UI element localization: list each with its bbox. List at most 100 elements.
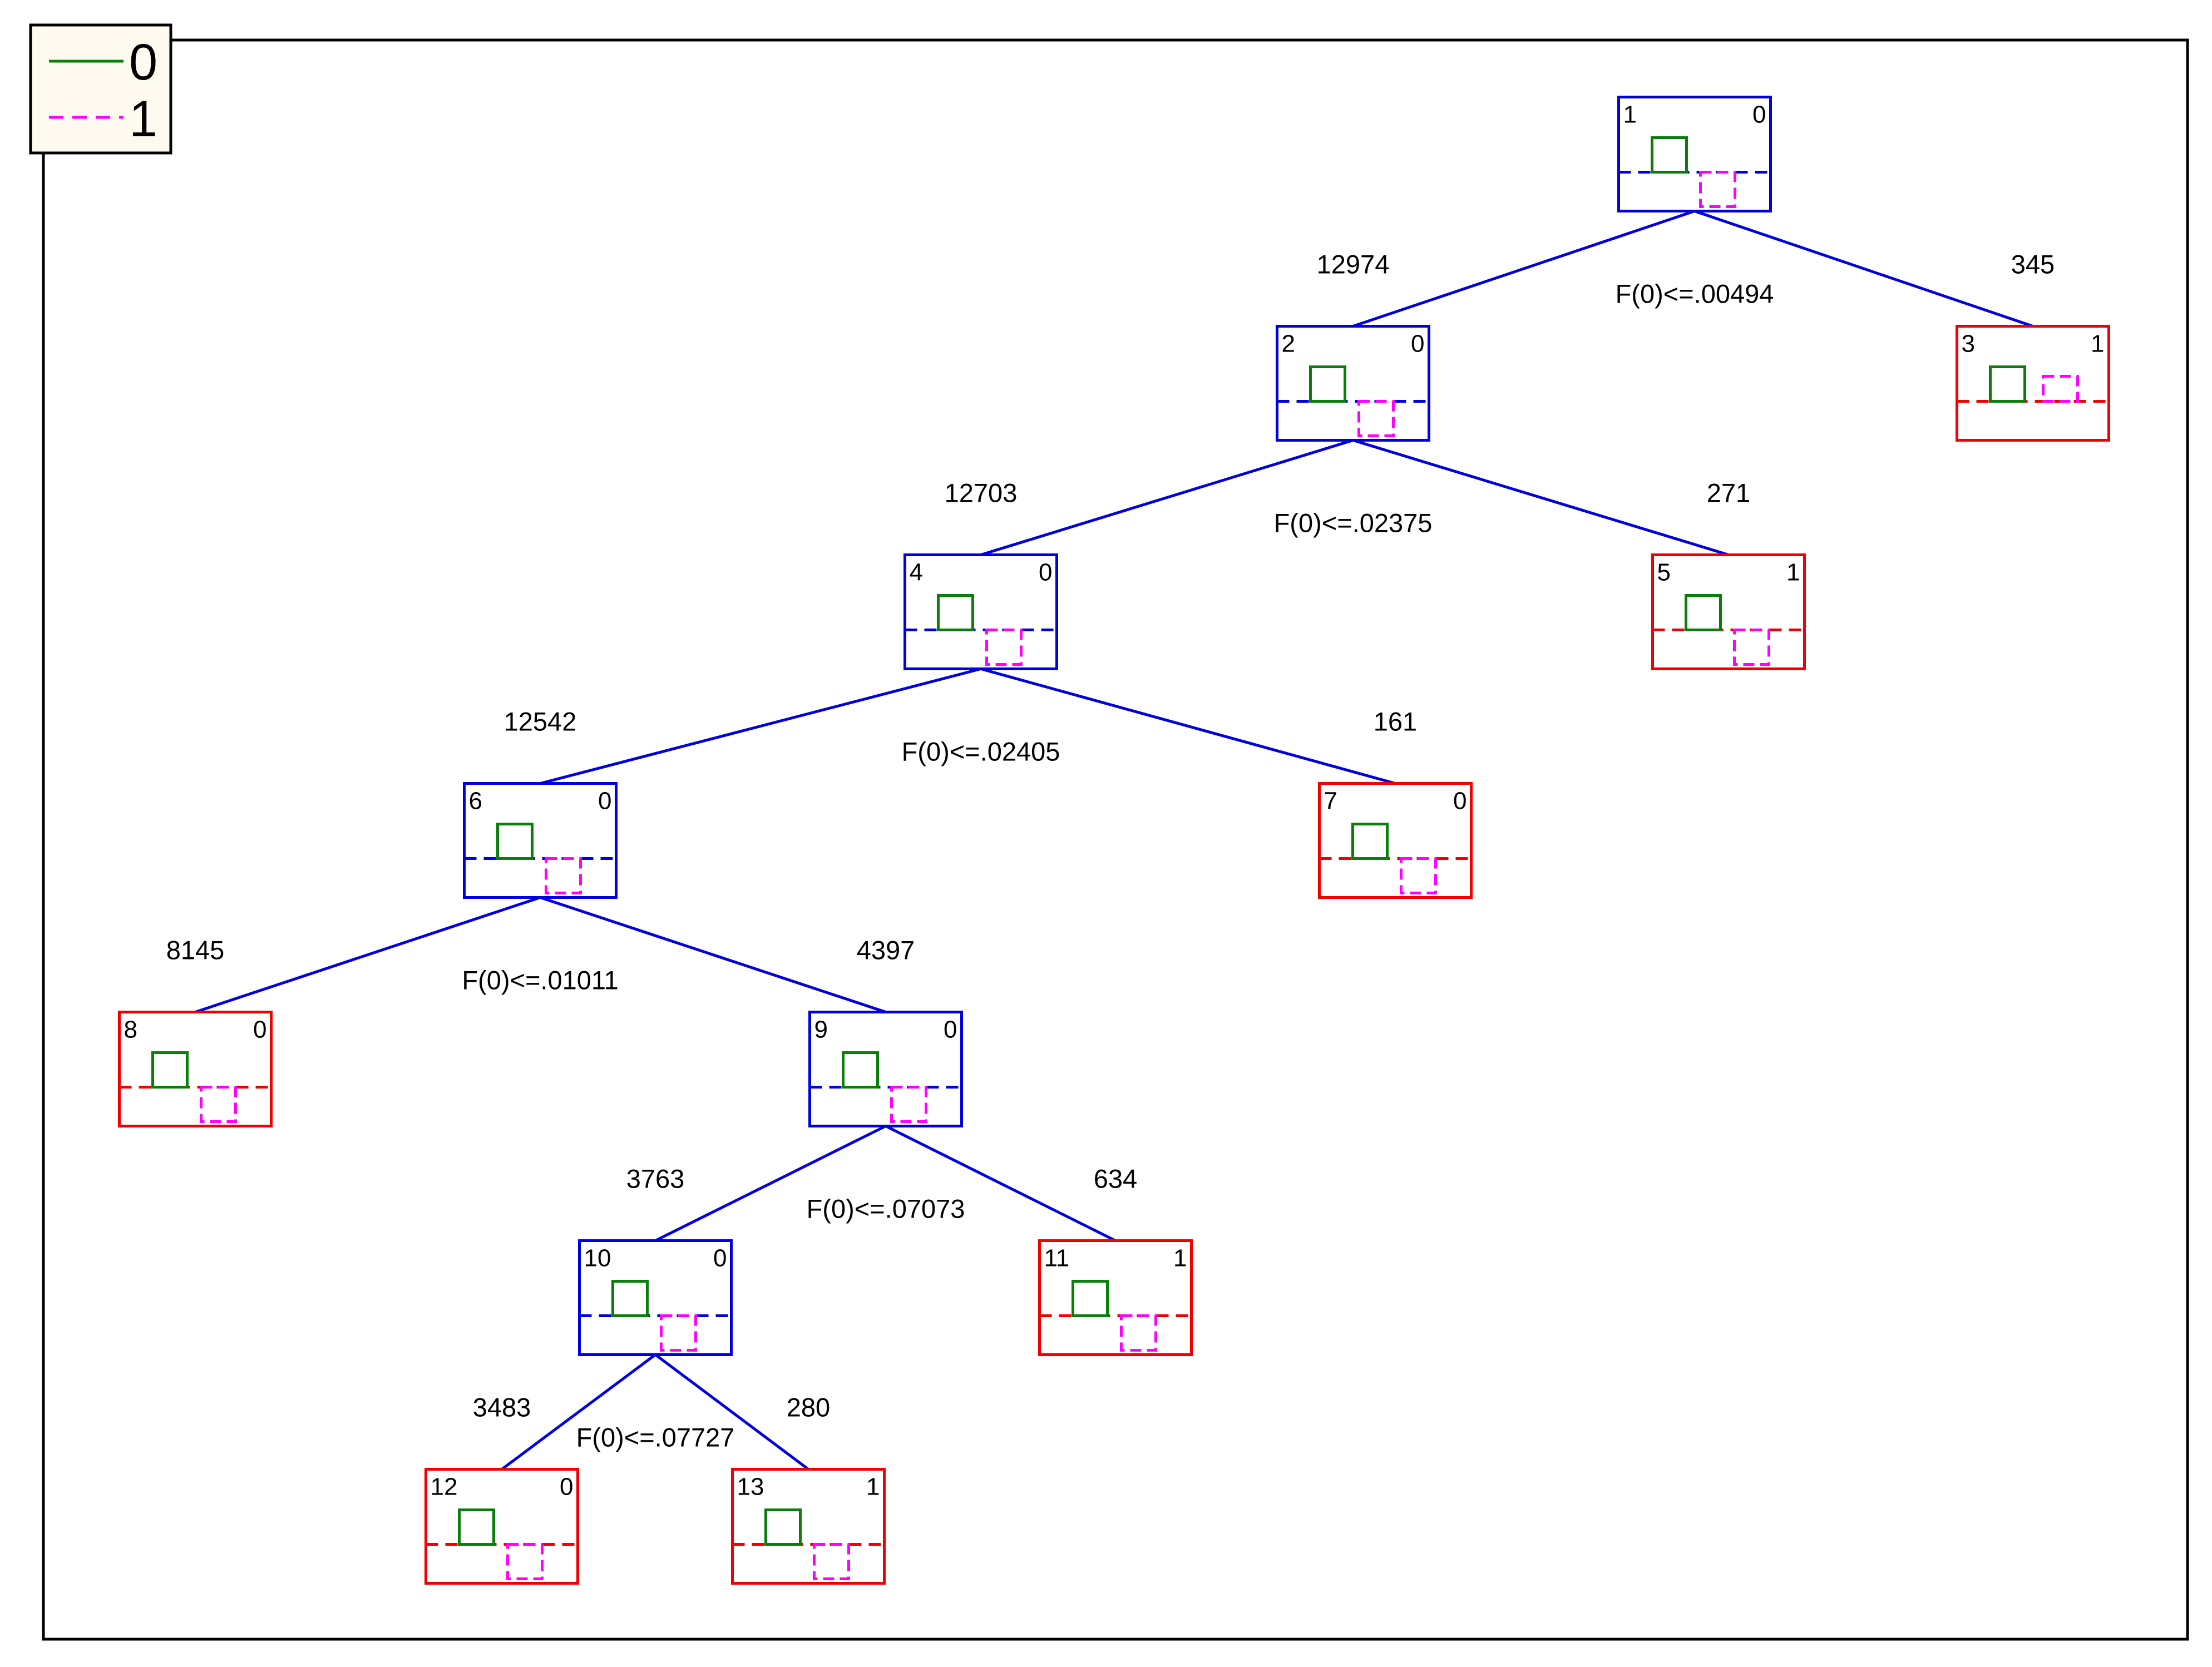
- class-1-bar: [545, 857, 582, 894]
- edge-count-label: 345: [2011, 250, 2055, 279]
- node-class-label: 0: [598, 788, 611, 815]
- class-0-bar: [611, 1280, 649, 1317]
- node-id-label: 9: [814, 1016, 828, 1043]
- node-class-label: 0: [1039, 559, 1052, 586]
- edge-count-label: 12542: [504, 707, 577, 736]
- split-condition-label: F(0)<=.01011: [462, 966, 618, 995]
- node-id-label: 12: [431, 1473, 458, 1501]
- edge-count-label: 3763: [626, 1164, 685, 1194]
- edge-count-label: 280: [787, 1393, 830, 1422]
- node-box: [1617, 96, 1772, 212]
- class-1-bar: [506, 1543, 544, 1580]
- class-1-bar: [1120, 1314, 1157, 1352]
- class-0-bar: [496, 823, 534, 860]
- legend: 0 1: [29, 23, 172, 155]
- class-0-bar: [764, 1508, 802, 1546]
- class-0-bar: [151, 1051, 189, 1089]
- plot-frame: [42, 38, 2189, 1641]
- class-0-bar: [1351, 823, 1389, 860]
- edge-count-label: 12974: [1317, 250, 1390, 279]
- class-1-bar: [813, 1543, 850, 1580]
- class-1-bar: [890, 1086, 927, 1123]
- node-box: [1956, 325, 2110, 442]
- node-id-label: 3: [1962, 330, 1975, 358]
- legend-box: [29, 23, 172, 155]
- node-box: [1038, 1239, 1193, 1356]
- edge-2-4: [980, 439, 1354, 556]
- class-0-bar: [1651, 136, 1688, 174]
- node-class-label: 0: [713, 1245, 727, 1272]
- edge-9-11: [885, 1125, 1117, 1242]
- node-id-label: 5: [1657, 559, 1671, 586]
- edge-count-label: 4397: [857, 936, 915, 965]
- split-condition-label: F(0)<=.02405: [902, 737, 1060, 766]
- class-0-bar: [1989, 365, 2026, 403]
- class-0-bar: [1309, 365, 1346, 403]
- legend-label-1: 1: [129, 91, 157, 147]
- class-1-bar: [1400, 857, 1437, 894]
- node-class-label: 1: [1786, 559, 1800, 586]
- edge-count-label: 634: [1094, 1164, 1137, 1194]
- edge-count-label: 12703: [945, 478, 1018, 508]
- node-class-label: 1: [2091, 330, 2104, 358]
- node-box: [424, 1468, 579, 1585]
- node-box: [1318, 782, 1473, 899]
- edge-1-2: [1352, 210, 1695, 328]
- node-box: [731, 1468, 886, 1585]
- node-id-label: 6: [469, 788, 482, 815]
- split-condition-label: F(0)<=.07727: [576, 1423, 735, 1452]
- node-id-label: 1: [1623, 101, 1637, 128]
- edge-10-12: [501, 1353, 656, 1471]
- node-id-label: 4: [910, 559, 923, 586]
- class-0-bar: [937, 594, 974, 631]
- node-class-label: 0: [253, 1016, 266, 1043]
- node-box: [808, 1011, 963, 1127]
- edge-count-label: 8145: [166, 936, 225, 965]
- node-id-label: 7: [1324, 788, 1337, 815]
- edge-10-13: [654, 1353, 809, 1471]
- edges-layer: [195, 210, 2033, 1471]
- legend-label-0: 0: [129, 34, 157, 91]
- edge-4-6: [540, 667, 981, 785]
- edge-count-label: 271: [1707, 478, 1750, 508]
- class-1-bar: [1733, 629, 1770, 666]
- class-0-bar: [1685, 594, 1722, 631]
- class-0-bar: [1072, 1280, 1109, 1317]
- split-condition-label: F(0)<=.02375: [1274, 508, 1433, 538]
- split-condition-label: F(0)<=.07073: [807, 1194, 965, 1224]
- edge-2-5: [1352, 439, 1729, 556]
- class-0-bar: [458, 1508, 495, 1546]
- node-class-label: 0: [1453, 788, 1467, 815]
- node-box: [903, 553, 1058, 670]
- edge-count-label: 161: [1374, 707, 1417, 736]
- node-box: [463, 782, 618, 899]
- split-condition-label: F(0)<=.00494: [1616, 279, 1774, 309]
- node-box: [578, 1239, 733, 1356]
- class-1-bar: [985, 629, 1023, 666]
- node-box: [1651, 553, 1806, 670]
- node-box: [118, 1011, 273, 1127]
- node-id-label: 2: [1282, 330, 1295, 358]
- edge-9-10: [654, 1125, 887, 1242]
- node-class-label: 1: [866, 1473, 880, 1501]
- class-1-bar: [2042, 375, 2079, 403]
- edge-1-3: [1694, 210, 2033, 328]
- node-class-label: 0: [944, 1016, 957, 1043]
- class-0-bar: [842, 1051, 879, 1089]
- edge-4-7: [980, 667, 1396, 785]
- edge-count-label: 3483: [473, 1393, 531, 1422]
- node-id-label: 11: [1044, 1245, 1070, 1272]
